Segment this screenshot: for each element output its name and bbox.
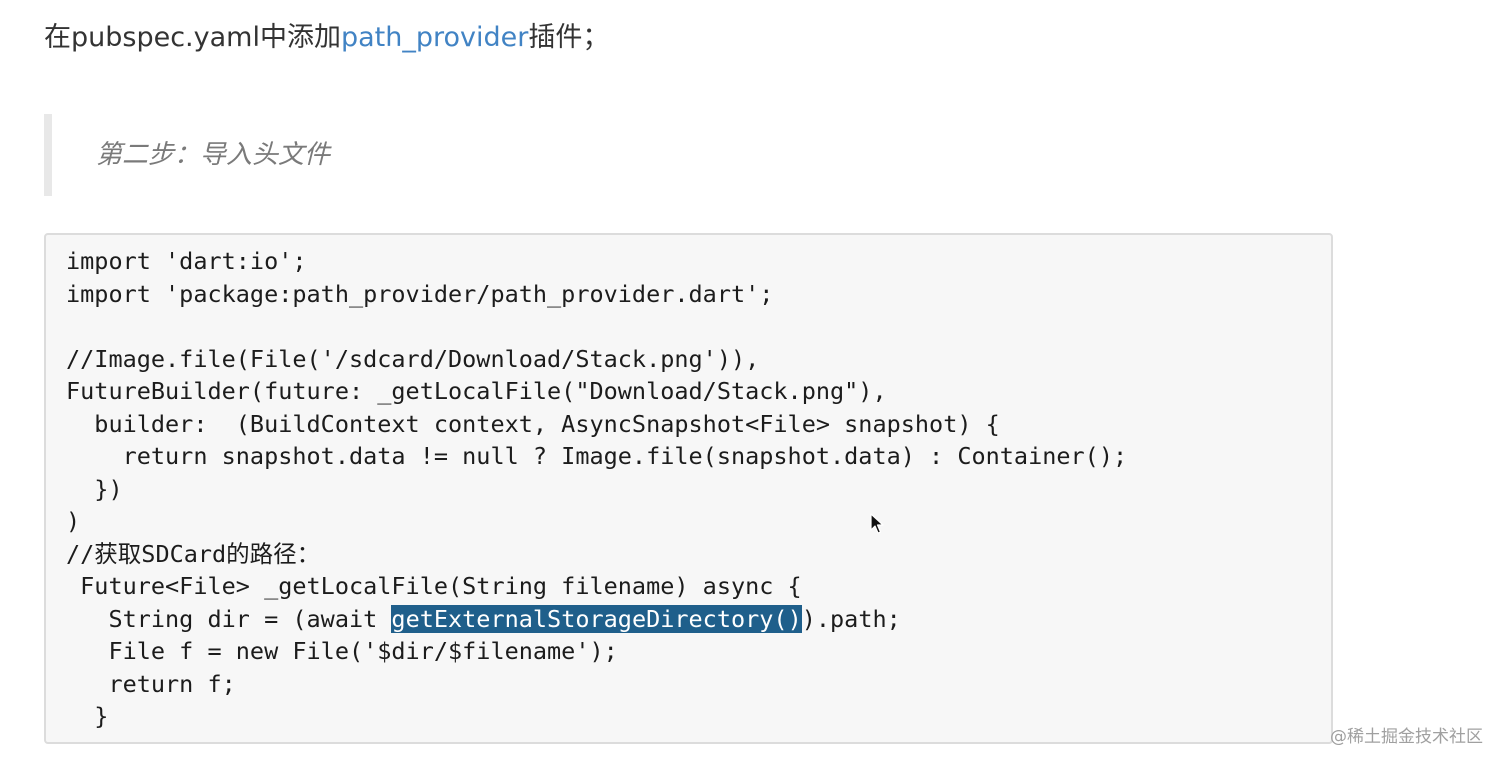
watermark: @稀土掘金技术社区	[1330, 727, 1483, 747]
code-line: FutureBuilder(future: _getLocalFile("Dow…	[66, 377, 887, 405]
code-line: import 'dart:io';	[66, 247, 307, 275]
step-title: 第二步：导入头文件	[96, 140, 331, 170]
intro-suffix: 插件；	[528, 22, 610, 53]
code-line: //Image.file(File('/sdcard/Download/Stac…	[66, 344, 760, 373]
code-segment: String dir = (await	[66, 604, 392, 633]
intro-prefix: 在pubspec.yaml中添加	[44, 22, 341, 53]
code-lines: import 'dart:io'; import 'package:path_p…	[66, 245, 1127, 733]
code-line-highlighted: String dir = (await getExternalStorageDi…	[66, 603, 1127, 636]
code-line	[66, 310, 1127, 343]
code-line: return snapshot.data != null ? Image.fil…	[66, 442, 1128, 470]
path-provider-link[interactable]: path_provider	[340, 22, 529, 53]
intro-text: 在pubspec.yaml中添加path_provider插件；	[44, 16, 609, 60]
code-line: Future<File> _getLocalFile(String filena…	[66, 572, 802, 600]
mouse-pointer-icon	[870, 513, 884, 534]
code-line: return f;	[66, 669, 236, 698]
code-segment: ).path;	[801, 604, 901, 633]
code-line: })	[66, 474, 123, 503]
code-line: builder: (BuildContext context, AsyncSna…	[66, 409, 1000, 438]
code-line: //获取SDCard的路径：	[66, 539, 321, 568]
selected-code[interactable]: getExternalStorageDirectory()	[391, 604, 802, 633]
code-block[interactable]: import 'dart:io'; import 'package:path_p…	[44, 233, 1333, 744]
code-line: import 'package:path_provider/path_provi…	[66, 279, 774, 308]
code-line: )	[66, 507, 81, 535]
step-blockquote: 第二步：导入头文件	[44, 114, 1332, 196]
code-line: File f = new File('$dir/$filename');	[66, 637, 618, 665]
code-line: }	[66, 702, 109, 730]
